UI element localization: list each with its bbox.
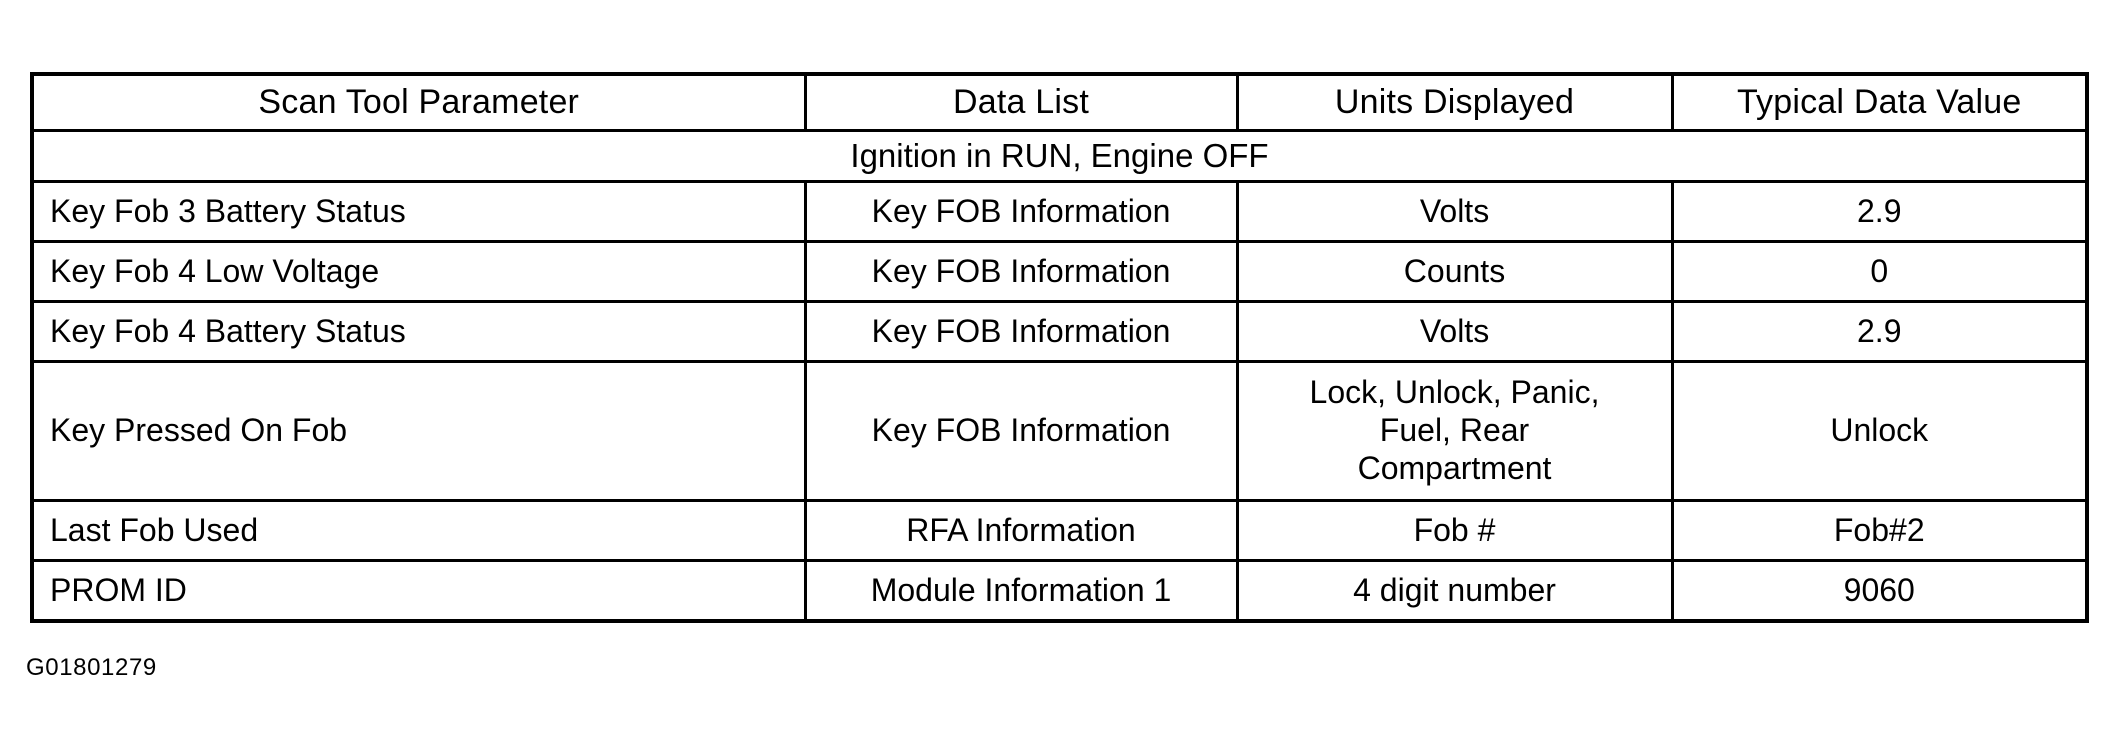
scan-tool-parameter-table: Scan Tool Parameter Data List Units Disp… (30, 72, 2089, 623)
cell-data-list: RFA Information (803, 499, 1239, 562)
column-header-scan-tool-parameter: Scan Tool Parameter (30, 72, 807, 132)
cell-units: Counts (1235, 240, 1674, 303)
table-header: Scan Tool Parameter Data List Units Disp… (30, 72, 2089, 132)
cell-value: 9060 (1670, 559, 2089, 623)
cell-units-text: Lock, Unlock, Panic, Fuel, Rear Compartm… (1309, 374, 1600, 486)
cell-value: 2.9 (1670, 300, 2089, 363)
cell-data-list: Key FOB Information (803, 300, 1239, 363)
table-row: Key Fob 3 Battery Status Key FOB Informa… (30, 180, 2089, 243)
cell-value: 2.9 (1670, 180, 2089, 243)
table-row: Key Fob 4 Low Voltage Key FOB Informatio… (30, 240, 2089, 303)
table-row: Last Fob Used RFA Information Fob # Fob#… (30, 499, 2089, 562)
cell-units: Volts (1235, 180, 1674, 243)
cell-units: Lock, Unlock, Panic, Fuel, Rear Compartm… (1235, 360, 1674, 502)
cell-data-list: Key FOB Information (803, 360, 1239, 502)
table-row: PROM ID Module Information 1 4 digit num… (30, 559, 2089, 623)
table-row: Key Pressed On Fob Key FOB Information L… (30, 360, 2089, 502)
section-header-row: Ignition in RUN, Engine OFF (30, 129, 2089, 183)
cell-parameter: Key Fob 3 Battery Status (30, 180, 807, 243)
table-body: Ignition in RUN, Engine OFF Key Fob 3 Ba… (30, 129, 2089, 623)
column-header-data-list: Data List (803, 72, 1239, 132)
cell-parameter: Last Fob Used (30, 499, 807, 562)
cell-value: Unlock (1670, 360, 2089, 502)
cell-units: Volts (1235, 300, 1674, 363)
cell-parameter: Key Fob 4 Low Voltage (30, 240, 807, 303)
cell-parameter: Key Fob 4 Battery Status (30, 300, 807, 363)
column-header-typical-data-value: Typical Data Value (1670, 72, 2089, 132)
cell-parameter: Key Pressed On Fob (30, 360, 807, 502)
cell-data-list: Key FOB Information (803, 180, 1239, 243)
scan-tool-parameter-table-container: Scan Tool Parameter Data List Units Disp… (30, 72, 2089, 623)
cell-value: Fob#2 (1670, 499, 2089, 562)
table-header-row: Scan Tool Parameter Data List Units Disp… (30, 72, 2089, 132)
cell-units: Fob # (1235, 499, 1674, 562)
figure-caption-id: G01801279 (26, 654, 157, 681)
section-title-ignition-in-run-engine-off: Ignition in RUN, Engine OFF (30, 129, 2089, 183)
table-row: Key Fob 4 Battery Status Key FOB Informa… (30, 300, 2089, 363)
cell-value: 0 (1670, 240, 2089, 303)
cell-units: 4 digit number (1235, 559, 1674, 623)
cell-parameter: PROM ID (30, 559, 807, 623)
column-header-units-displayed: Units Displayed (1235, 72, 1674, 132)
cell-data-list: Key FOB Information (803, 240, 1239, 303)
cell-data-list: Module Information 1 (803, 559, 1239, 623)
